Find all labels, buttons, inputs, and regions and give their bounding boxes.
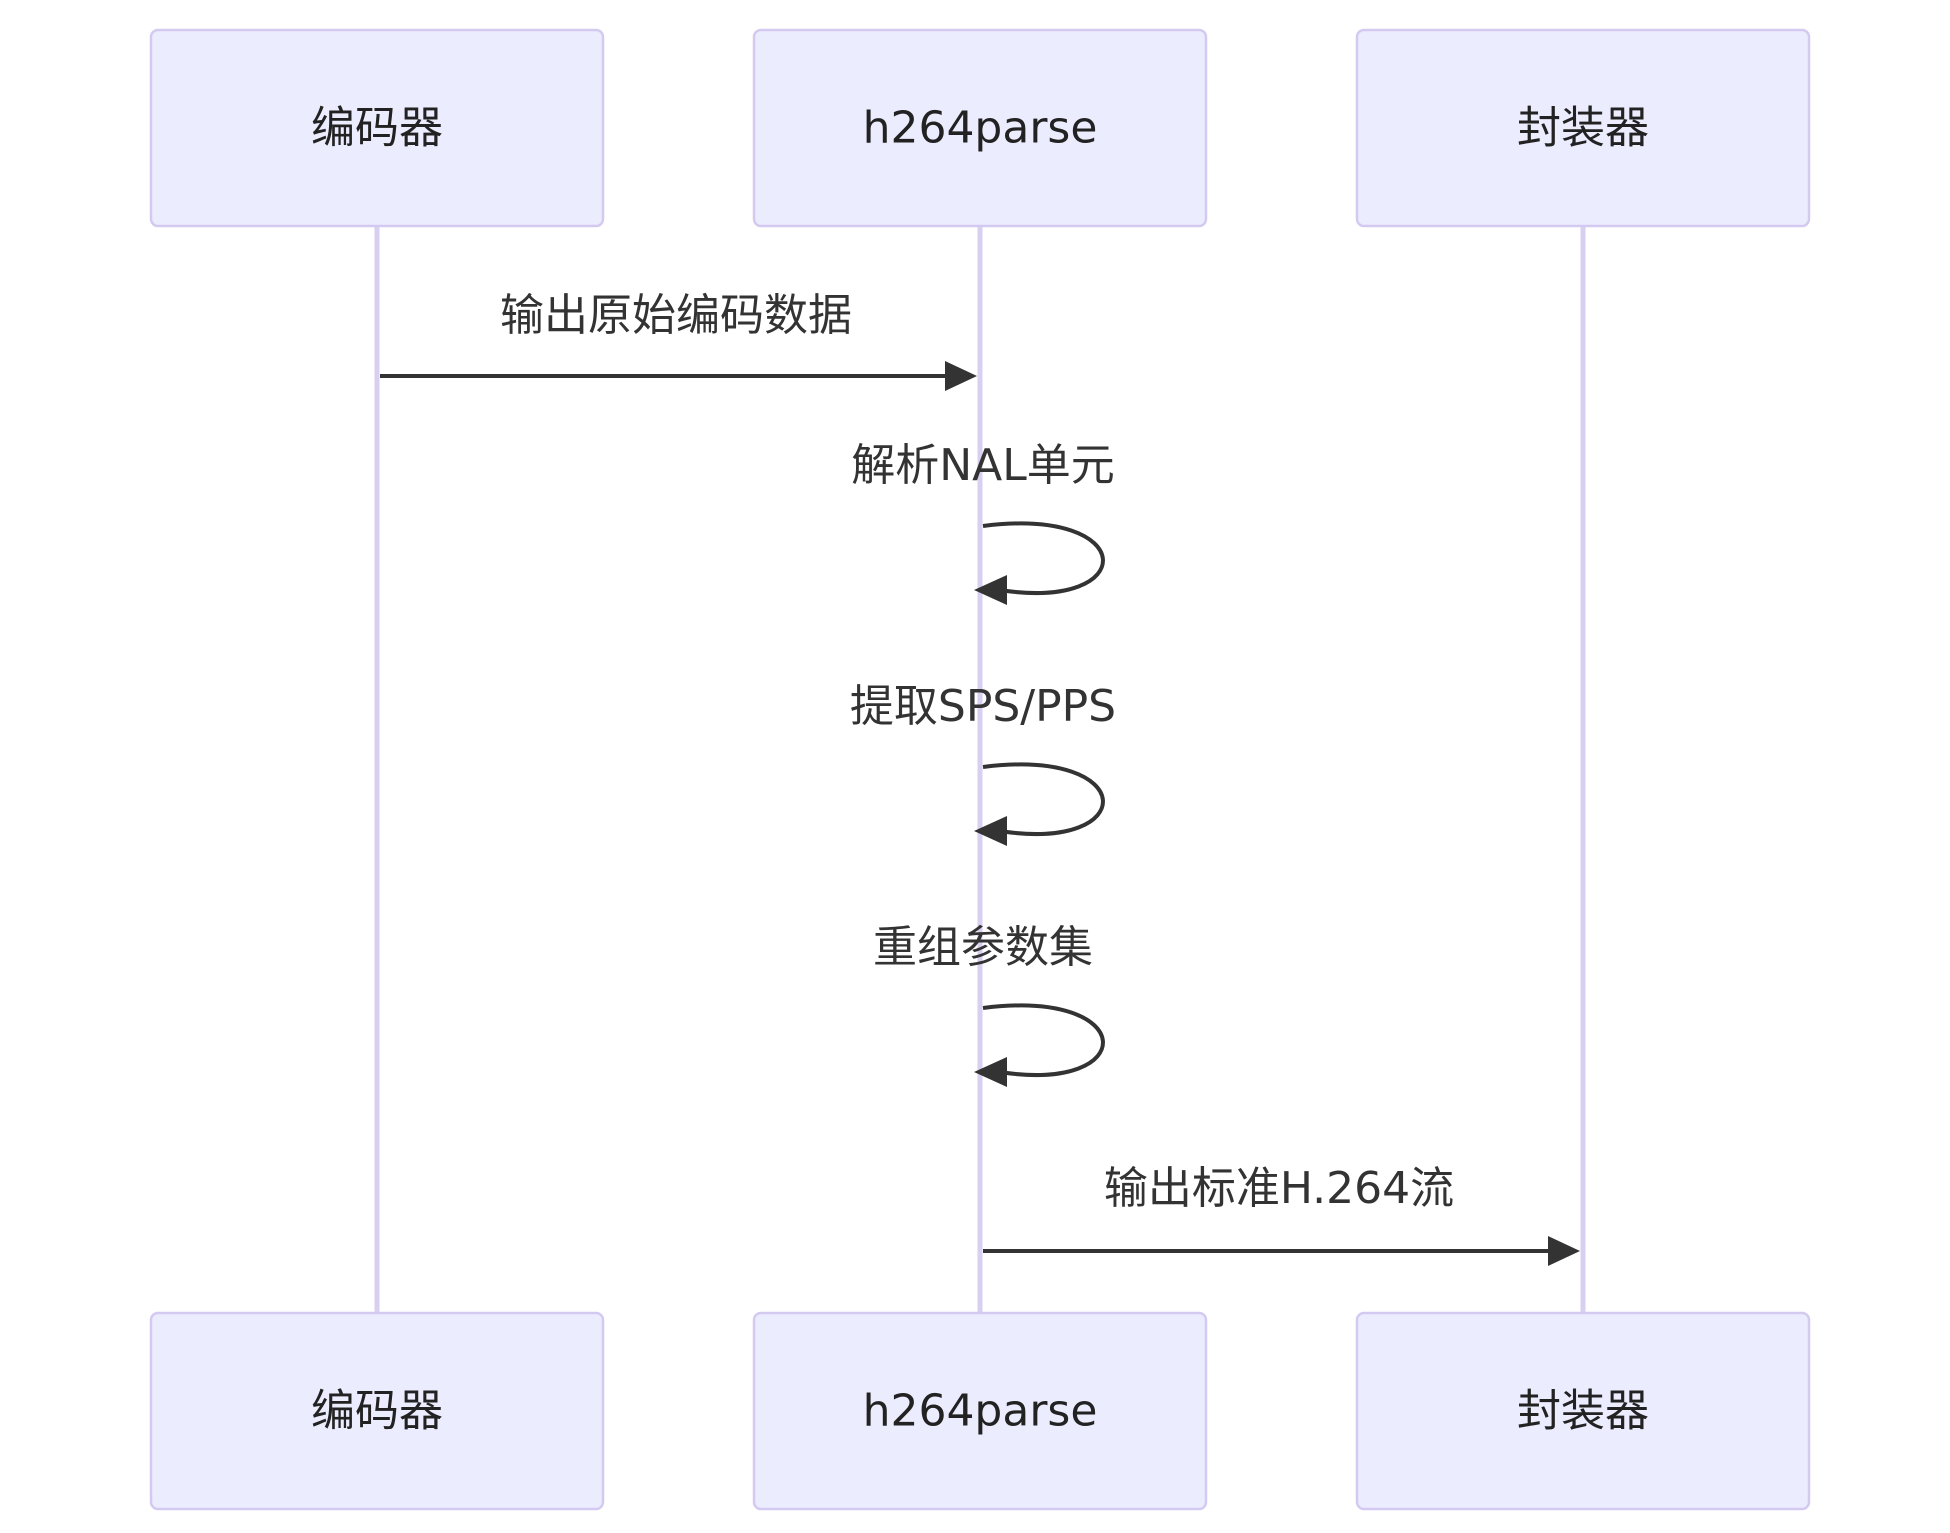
actor-muxer-top: 封装器 bbox=[1355, 28, 1811, 228]
actor-muxer-bottom: 封装器 bbox=[1355, 1311, 1811, 1511]
message-3-label: 提取SPS/PPS bbox=[850, 681, 1116, 732]
message-4-arrowhead bbox=[974, 1057, 1007, 1087]
actor-encoder-bottom: 编码器 bbox=[149, 1311, 605, 1511]
message-2-arrowhead bbox=[974, 575, 1007, 605]
message-5-arrowhead bbox=[1548, 1236, 1580, 1266]
message-5-label: 输出标准H.264流 bbox=[1104, 1163, 1454, 1214]
actor-h264parse-bottom: h264parse bbox=[752, 1311, 1208, 1511]
actor-h264parse-top-label: h264parse bbox=[863, 103, 1098, 154]
message-1-arrowhead bbox=[945, 361, 977, 391]
message-1: 输出原始编码数据 bbox=[380, 290, 977, 391]
actor-muxer-top-label: 封装器 bbox=[1517, 103, 1649, 154]
message-4-loop bbox=[982, 1003, 1105, 1078]
actor-h264parse-top: h264parse bbox=[752, 28, 1208, 228]
actor-h264parse-bottom-label: h264parse bbox=[863, 1386, 1098, 1437]
message-1-label: 输出原始编码数据 bbox=[500, 290, 852, 341]
actor-muxer-bottom-label: 封装器 bbox=[1517, 1386, 1649, 1437]
actor-encoder-top-label: 编码器 bbox=[311, 103, 443, 154]
message-2-label: 解析NAL单元 bbox=[851, 440, 1115, 491]
actor-encoder-top: 编码器 bbox=[149, 28, 605, 228]
message-3-arrowhead bbox=[974, 816, 1007, 846]
message-2-loop bbox=[982, 521, 1105, 596]
message-5: 输出标准H.264流 bbox=[983, 1163, 1580, 1266]
message-2: 解析NAL单元 bbox=[851, 440, 1115, 605]
message-4: 重组参数集 bbox=[873, 922, 1105, 1087]
message-4-label: 重组参数集 bbox=[873, 922, 1093, 973]
actor-encoder-bottom-label: 编码器 bbox=[311, 1386, 443, 1437]
message-3: 提取SPS/PPS bbox=[850, 681, 1116, 846]
message-3-loop bbox=[982, 762, 1105, 837]
